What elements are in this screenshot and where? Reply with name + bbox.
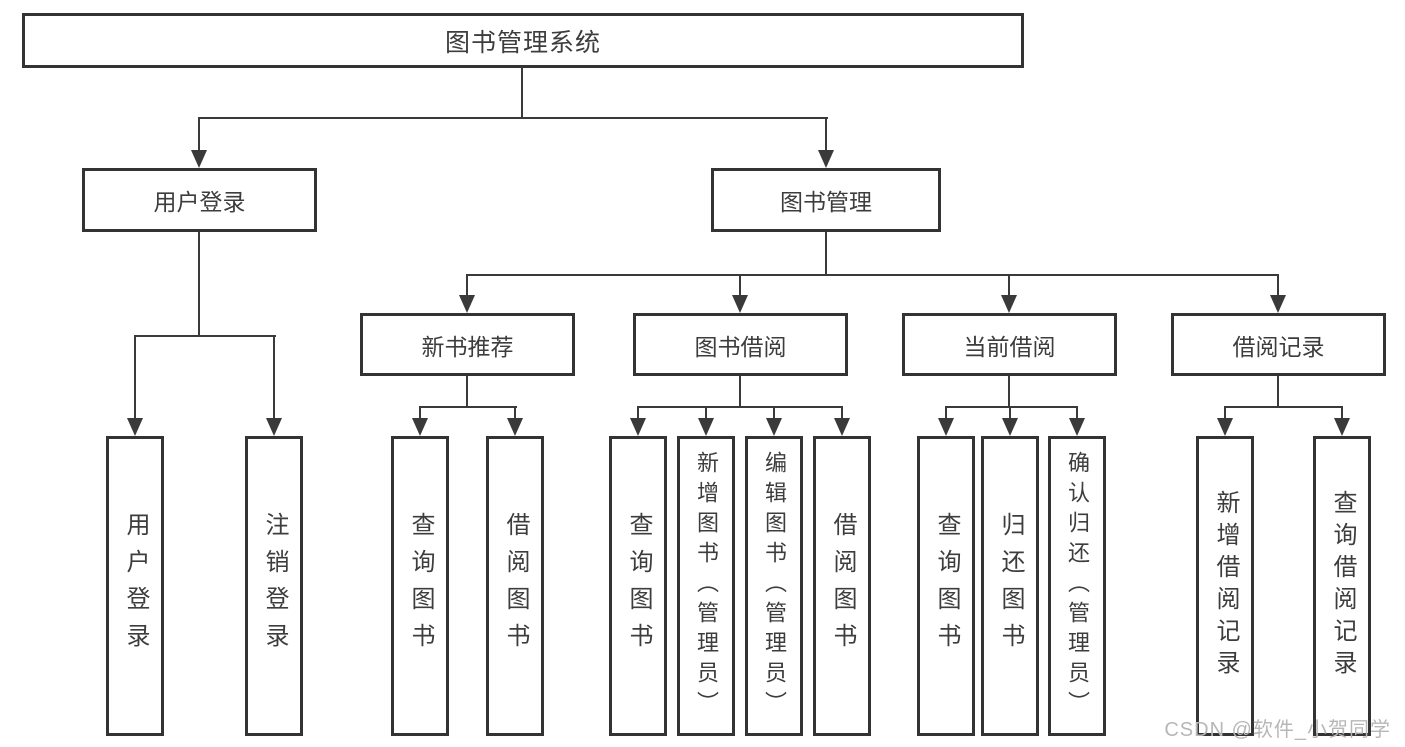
arrowhead-down <box>412 418 428 436</box>
leaf-user-login: 用户登录 <box>106 436 164 736</box>
connector-line <box>1008 274 1010 295</box>
connector-line <box>466 274 468 295</box>
connector-line <box>198 232 200 336</box>
arrowhead-down <box>698 418 714 436</box>
connector-line <box>521 67 523 118</box>
connector-line <box>739 274 741 295</box>
connector-line <box>945 406 947 418</box>
leaf-borrow-books-label: 借阅图书 <box>829 512 856 660</box>
arrowhead-down <box>1002 418 1018 436</box>
arrowhead-down <box>507 418 523 436</box>
leaf-add-borrow-record-label: 新增借阅记录 <box>1212 490 1239 682</box>
leaf-query-borrow-record: 查询借阅记录 <box>1313 436 1371 736</box>
arrowhead-down <box>459 295 475 313</box>
connector-line <box>514 406 516 418</box>
node-root: 图书管理系统 <box>22 13 1024 68</box>
arrowhead-down <box>1334 418 1350 436</box>
leaf-return-books-label: 归还图书 <box>997 512 1024 660</box>
leaf-recommend-borrow-books-label: 借阅图书 <box>502 512 529 660</box>
node-book-borrow-label: 图书借阅 <box>694 333 787 360</box>
node-user-login: 用户登录 <box>82 168 317 232</box>
leaf-borrow-books: 借阅图书 <box>813 436 871 736</box>
connector-line <box>273 335 275 418</box>
connector-line <box>198 117 200 152</box>
connector-line <box>1009 406 1011 418</box>
connector-line <box>637 406 639 418</box>
leaf-confirm-return-admin: 确认归还（管理员） <box>1048 436 1106 736</box>
arrowhead-down <box>834 418 850 436</box>
leaf-add-borrow-record: 新增借阅记录 <box>1196 436 1254 736</box>
leaf-logout-label: 注销登录 <box>261 512 288 660</box>
connector-line <box>705 406 707 418</box>
leaf-recommend-query-books-label: 查询图书 <box>407 512 434 660</box>
node-book-management: 图书管理 <box>711 168 941 232</box>
arrowhead-down <box>127 418 143 436</box>
leaf-current-query-books-label: 查询图书 <box>933 512 960 660</box>
leaf-logout: 注销登录 <box>245 436 303 736</box>
leaf-borrow-query-books-label: 查询图书 <box>625 512 652 660</box>
arrowhead-down <box>1270 295 1286 313</box>
connector-line <box>1224 406 1343 408</box>
connector-line <box>134 335 276 337</box>
connector-line <box>841 406 843 418</box>
connector-line <box>773 406 775 418</box>
connector-line <box>739 376 741 408</box>
leaf-query-borrow-record-label: 查询借阅记录 <box>1329 490 1356 682</box>
arrowhead-down <box>1001 295 1017 313</box>
leaf-edit-books-admin: 编辑图书（管理员） <box>745 436 803 736</box>
connector-line <box>1076 406 1078 418</box>
leaf-user-login-label: 用户登录 <box>122 512 149 660</box>
connector-line <box>637 406 843 408</box>
node-new-book-recommend: 新书推荐 <box>360 313 575 376</box>
connector-line <box>825 232 827 276</box>
arrowhead-down <box>766 418 782 436</box>
connector-line <box>1277 376 1279 408</box>
connector-line <box>198 117 828 119</box>
connector-line <box>466 376 468 408</box>
arrowhead-down <box>818 150 834 168</box>
connector-line <box>945 406 1078 408</box>
node-borrow-records-label: 借阅记录 <box>1232 333 1325 360</box>
connector-line <box>419 406 517 408</box>
connector-line <box>1008 376 1010 408</box>
csdn-watermark: CSDN @软件_小贺同学 <box>1164 719 1391 741</box>
node-book-borrow: 图书借阅 <box>633 313 848 376</box>
connector-line <box>1224 406 1226 418</box>
connector-line <box>419 406 421 418</box>
connector-line <box>825 117 827 152</box>
node-current-borrow: 当前借阅 <box>902 313 1117 376</box>
leaf-current-query-books: 查询图书 <box>917 436 975 736</box>
leaf-recommend-borrow-books: 借阅图书 <box>486 436 544 736</box>
leaf-edit-books-admin-label: 编辑图书（管理员） <box>762 451 787 721</box>
node-user-login-label: 用户登录 <box>153 189 246 215</box>
arrowhead-down <box>191 150 207 168</box>
connector-line <box>1341 406 1343 418</box>
leaf-add-books-admin-label: 新增图书（管理员） <box>694 451 719 721</box>
connector-line <box>134 335 136 418</box>
leaf-confirm-return-admin-label: 确认归还（管理员） <box>1065 451 1090 721</box>
arrowhead-down <box>938 418 954 436</box>
leaf-return-books: 归还图书 <box>981 436 1039 736</box>
arrowhead-down <box>732 295 748 313</box>
node-new-book-recommend-label: 新书推荐 <box>421 333 514 360</box>
node-root-label: 图书管理系统 <box>444 28 601 57</box>
arrowhead-down <box>1069 418 1085 436</box>
leaf-add-books-admin: 新增图书（管理员） <box>677 436 735 736</box>
node-book-management-label: 图书管理 <box>780 189 872 215</box>
node-current-borrow-label: 当前借阅 <box>963 333 1056 360</box>
arrowhead-down <box>266 418 282 436</box>
leaf-recommend-query-books: 查询图书 <box>391 436 449 736</box>
connector-line <box>1277 274 1279 295</box>
connector-line <box>466 274 1279 276</box>
leaf-borrow-query-books: 查询图书 <box>609 436 667 736</box>
arrowhead-down <box>1217 418 1233 436</box>
node-borrow-records: 借阅记录 <box>1171 313 1386 376</box>
arrowhead-down <box>630 418 646 436</box>
